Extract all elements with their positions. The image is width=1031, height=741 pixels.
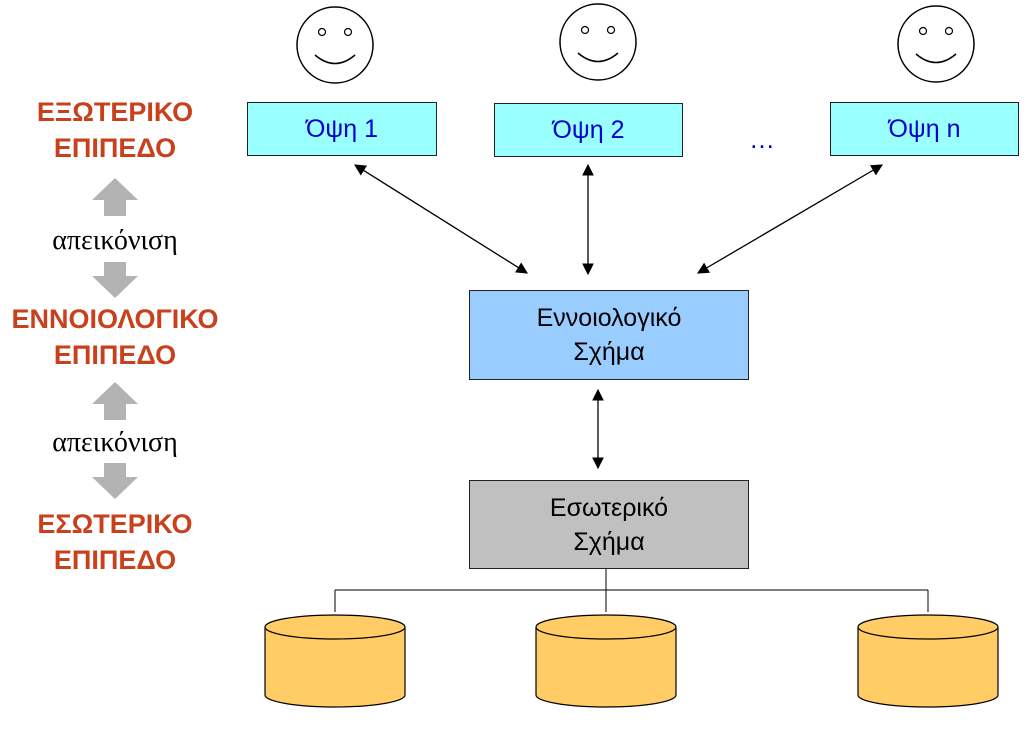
internal-schema-box: Εσωτερικό Σχήμα [469,480,749,569]
database-cylinder-icon [857,614,999,708]
conceptual-schema-line1: Εννοιολογικό [536,304,682,332]
external-level-line1: ΕΞΩΤΕΡΙΚΟ [36,97,194,127]
internal-level-line1: ΕΣΩΤΕΡΙΚΟ [37,509,193,539]
upper-down-arrow-icon [92,262,138,298]
user-face-icon [897,5,975,83]
internal-level-line2: ΕΠΙΠΕΔΟ [53,545,177,575]
internal-schema-line2: Σχήμα [573,527,645,556]
user-face-icon [559,3,637,81]
conceptual-level-line2: ΕΠΙΠΕΔΟ [53,340,177,370]
view-label: Όψη 2 [552,115,625,144]
view-label: Όψη n [888,114,961,143]
upper-up-arrow-icon [92,178,138,216]
database-cylinder-icon [264,614,406,708]
conceptual-schema-box: Εννοιολογικό Σχήμα [469,290,749,380]
storage-connector-lines [334,568,929,612]
view-box-2: Όψη 2 [494,103,683,157]
database-cylinder-icon [535,614,677,708]
viewn-conceptual-arrow [696,164,884,274]
external-level-label: ΕΞΩΤΕΡΙΚΟ ΕΠΙΠΕΔΟ [0,94,230,166]
view-label: Όψη 1 [306,114,378,143]
conceptual-level-line1: ΕΝΝΟΙΟΛΟΓΙΚΟ [11,304,219,334]
conceptual-schema-line2: Σχήμα [573,338,645,366]
conceptual-level-label: ΕΝΝΟΙΟΛΟΓΙΚΟ ΕΠΙΠΕΔΟ [0,301,230,373]
internal-level-label: ΕΣΩΤΕΡΙΚΟ ΕΠΙΠΕΔΟ [0,506,230,578]
user-face-icon [296,6,374,84]
external-level-line2: ΕΠΙΠΕΔΟ [53,133,177,163]
view1-conceptual-arrow [354,164,528,274]
views-ellipsis: … [749,124,775,154]
view-box-n: Όψη n [830,102,1019,156]
lower-mapping-label: απεικόνιση [52,427,178,458]
internal-schema-line1: Εσωτερικό [549,493,669,522]
view-box-1: Όψη 1 [247,102,437,156]
upper-mapping-label: απεικόνιση [52,225,178,256]
lower-up-arrow-icon [92,382,138,420]
lower-down-arrow-icon [92,463,138,499]
